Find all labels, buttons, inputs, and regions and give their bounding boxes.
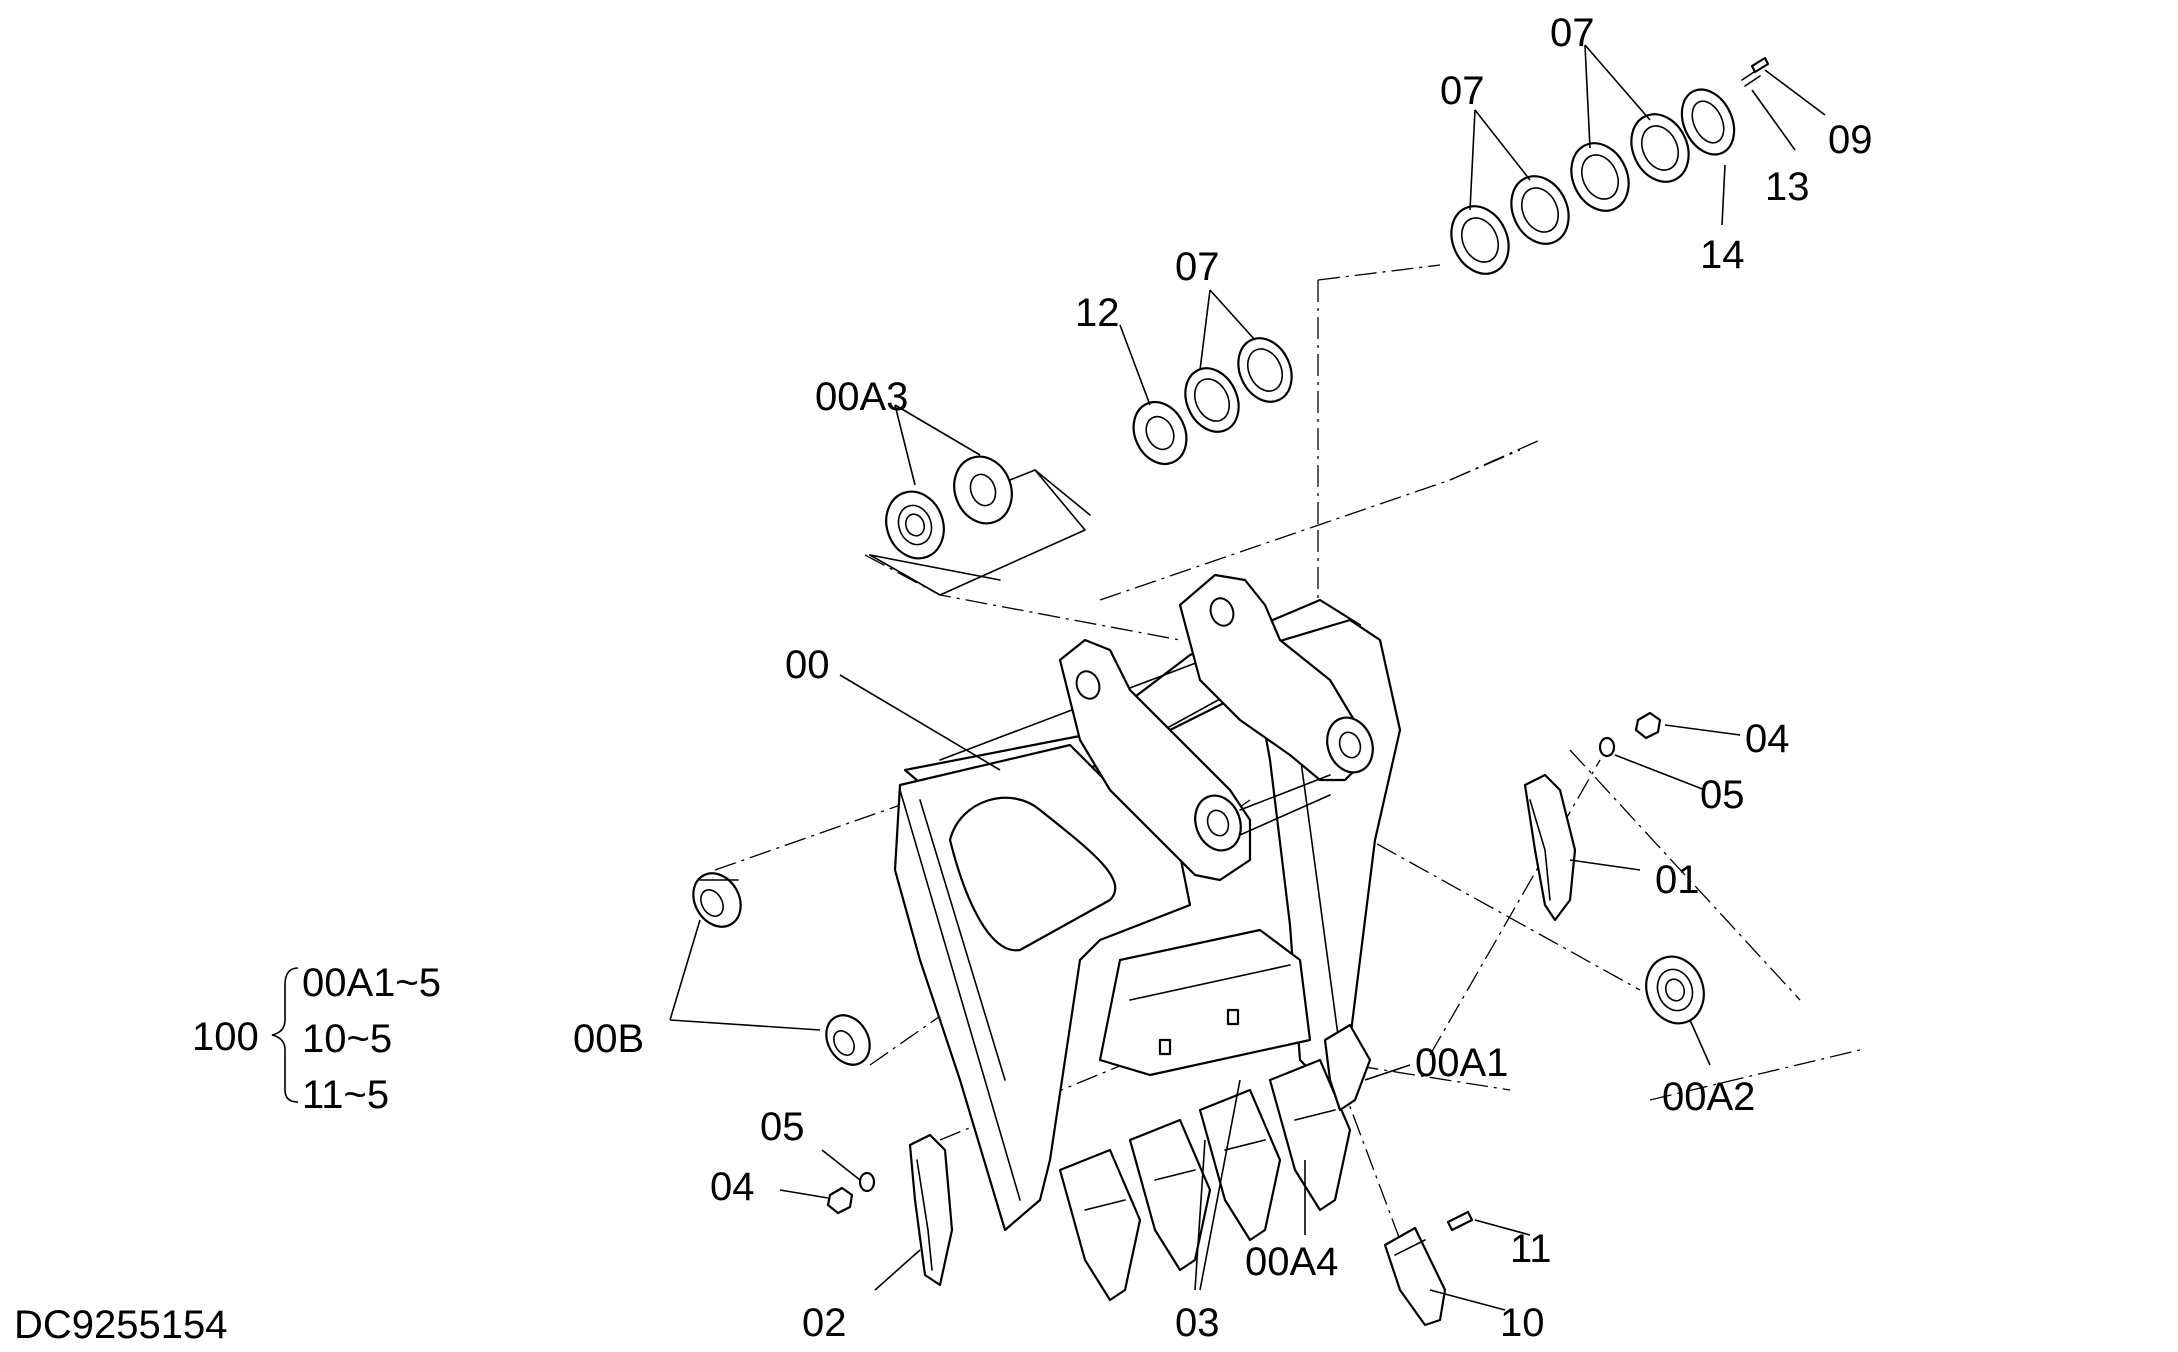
bosses-00B [692,872,871,1066]
label-13: 13 [1765,165,1810,209]
adapter-00A1 [1323,1023,1372,1112]
label-02: 02 [802,1301,847,1345]
shims-07-upper [1450,113,1690,275]
plate-14-bolt-09 [1680,56,1770,156]
teeth-03 [1058,1008,1352,1302]
assembly-item-2: 10~5 [302,1017,392,1061]
side-cutter-02 [908,1133,954,1287]
drawing-number: DC9255154 [14,1303,228,1347]
label-07-upper-right: 07 [1550,11,1595,55]
label-00A1: 00A1 [1415,1041,1508,1085]
bucket-body-00 [893,573,1402,1232]
tooth-10-pin-11 [1383,1210,1474,1327]
label-00A2: 00A2 [1662,1075,1755,1119]
label-04-right: 04 [1745,717,1790,761]
label-01: 01 [1655,858,1700,902]
label-09: 09 [1828,118,1873,162]
label-00B: 00B [573,1017,644,1061]
label-05-left: 05 [760,1105,805,1149]
assembly-number: 100 [192,1015,259,1059]
callout-labels: 00 00A3 12 07 07 07 09 13 14 04 05 01 00… [14,11,1873,1347]
label-14: 14 [1700,233,1745,277]
label-04-left: 04 [710,1165,755,1209]
fasteners-04-05 [826,711,1662,1215]
label-03: 03 [1175,1301,1220,1345]
leader-lines [669,44,1826,1311]
label-07-middle: 07 [1175,245,1220,289]
assembly-item-1: 00A1~5 [302,961,441,1005]
bushing-00A2 [1645,955,1705,1025]
bushing-00A3 [869,455,1091,596]
label-00A3: 00A3 [815,375,908,419]
side-cutter-01 [1523,773,1577,922]
label-00: 00 [785,643,830,687]
assembly-item-3: 11~5 [302,1073,389,1117]
label-07-upper-left: 07 [1440,69,1485,113]
washer-12 [1132,401,1188,465]
label-10: 10 [1500,1301,1545,1345]
assembly-brace [271,967,299,1103]
label-11: 11 [1510,1227,1552,1271]
label-12: 12 [1075,291,1120,335]
label-05-right: 05 [1700,773,1745,817]
shims-07-middle [1184,337,1293,433]
label-00A4: 00A4 [1245,1240,1338,1284]
